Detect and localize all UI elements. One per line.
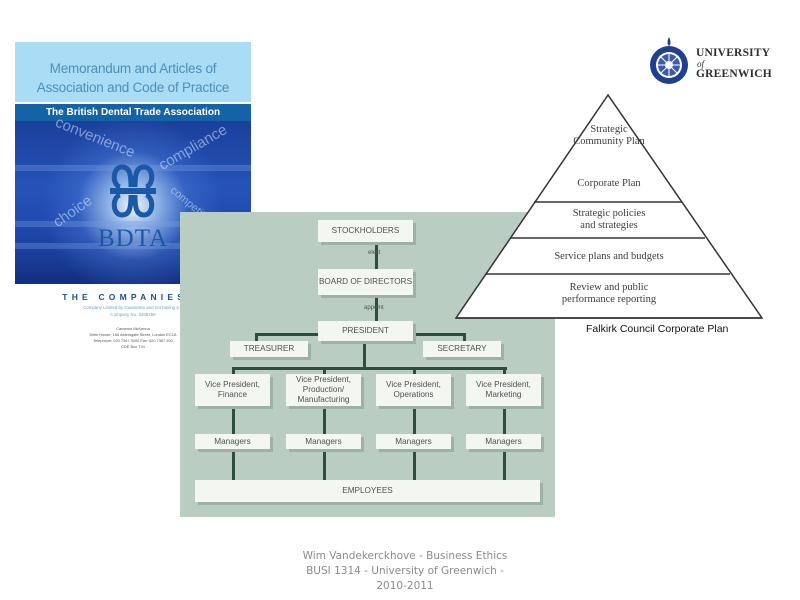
contact-cde-box: CDE Box 724	[121, 344, 145, 349]
footer-line1: Wim Vandekerckhove - Business Ethics	[302, 550, 508, 562]
bdta-logo-icon	[110, 164, 156, 218]
photo-stripe	[15, 243, 251, 249]
pyramid-caption: Falkirk Council Corporate Plan	[586, 323, 729, 335]
contact-address: Mitre House, 160 Aldersgate Street, Lond…	[89, 332, 177, 337]
connector-line	[503, 367, 506, 485]
connector-line	[363, 342, 366, 370]
org-label-elect: elect	[368, 250, 381, 256]
university-name-line2: of	[697, 59, 705, 69]
cover-band: The British Dental Trade Association	[15, 104, 251, 121]
org-box-managers: Managers	[195, 434, 270, 449]
org-box-managers: Managers	[286, 434, 361, 449]
contact-telephone: Telephone: 020 7367 3000 Fax: 020 7367 2…	[93, 338, 173, 343]
footer-line2: BUSI 1314 - University of Greenwich -	[306, 565, 504, 577]
company-number: Company No. 3468259	[110, 312, 156, 317]
pyramid-level-2: Corporate Plan	[577, 178, 641, 189]
cover-title-line2: Association and Code of Practice	[36, 80, 230, 95]
slide-footer: Wim Vandekerckhove - Business Ethics BUS…	[250, 549, 560, 594]
org-box-secretary: SECRETARY	[423, 341, 501, 357]
cover-photo: convenience compliance choice competitio…	[15, 114, 251, 284]
company-type: Company Limited by Guarantee and not hav…	[83, 305, 183, 310]
org-box-vp-production: Vice President, Production/ Manufacturin…	[286, 374, 361, 406]
pyramid-outline	[454, 93, 764, 319]
org-box-board: BOARD OF DIRECTORS	[318, 269, 413, 295]
footer-line3: 2010-2011	[376, 580, 434, 592]
connector-line	[232, 367, 507, 370]
pyramid-level-4: Service plans and budgets	[554, 251, 664, 262]
org-box-vp-operations: Vice President, Operations	[376, 374, 451, 406]
university-seal-icon	[650, 37, 688, 84]
photo-stripe	[15, 165, 251, 171]
corporate-plan-pyramid: Strategic Community Plan Corporate Plan …	[454, 92, 764, 320]
org-label-appoint: appoint	[364, 305, 384, 311]
watermark-word: convenience	[52, 113, 138, 162]
org-box-president: PRESIDENT	[318, 321, 413, 341]
cover-header-panel	[15, 42, 251, 102]
pyramid-level-1: Strategic Community Plan	[573, 124, 645, 147]
cover-title: Memorandum and Articles of Association a…	[15, 59, 251, 97]
connector-line	[413, 367, 416, 485]
org-box-managers: Managers	[376, 434, 451, 449]
connector-line	[232, 367, 235, 485]
cover-title-line1: Memorandum and Articles of	[49, 61, 217, 76]
companies-act-heading: THE COMPANIES A	[62, 292, 204, 302]
university-name-line3: GREENWICH	[696, 68, 772, 80]
pyramid-level-5: Review and public performance reporting	[561, 282, 657, 305]
org-box-vp-finance: Vice President, Finance	[195, 374, 270, 406]
university-name-line1: UNIVERSITY	[696, 47, 771, 59]
org-box-treasurer: TREASURER	[230, 341, 308, 357]
pyramid-level-3: Strategic policies and strategies	[572, 208, 646, 231]
org-box-employees: EMPLOYEES	[195, 480, 540, 502]
bdta-logo-text: BDTA	[97, 225, 169, 252]
bdta-cover-image: Memorandum and Articles of Association a…	[15, 42, 251, 372]
university-logo: UNIVERSITY of GREENWICH	[648, 33, 778, 91]
org-chart-image: STOCKHOLDERS elect BOARD OF DIRECTORS ap…	[180, 212, 555, 517]
photo-stripe	[15, 221, 251, 227]
org-box-vp-marketing: Vice President, Marketing	[466, 374, 541, 406]
org-box-managers: Managers	[466, 434, 541, 449]
connector-line	[323, 367, 326, 485]
org-box-stockholders: STOCKHOLDERS	[318, 220, 413, 242]
contact-name: Cameron McKenna	[116, 326, 150, 331]
